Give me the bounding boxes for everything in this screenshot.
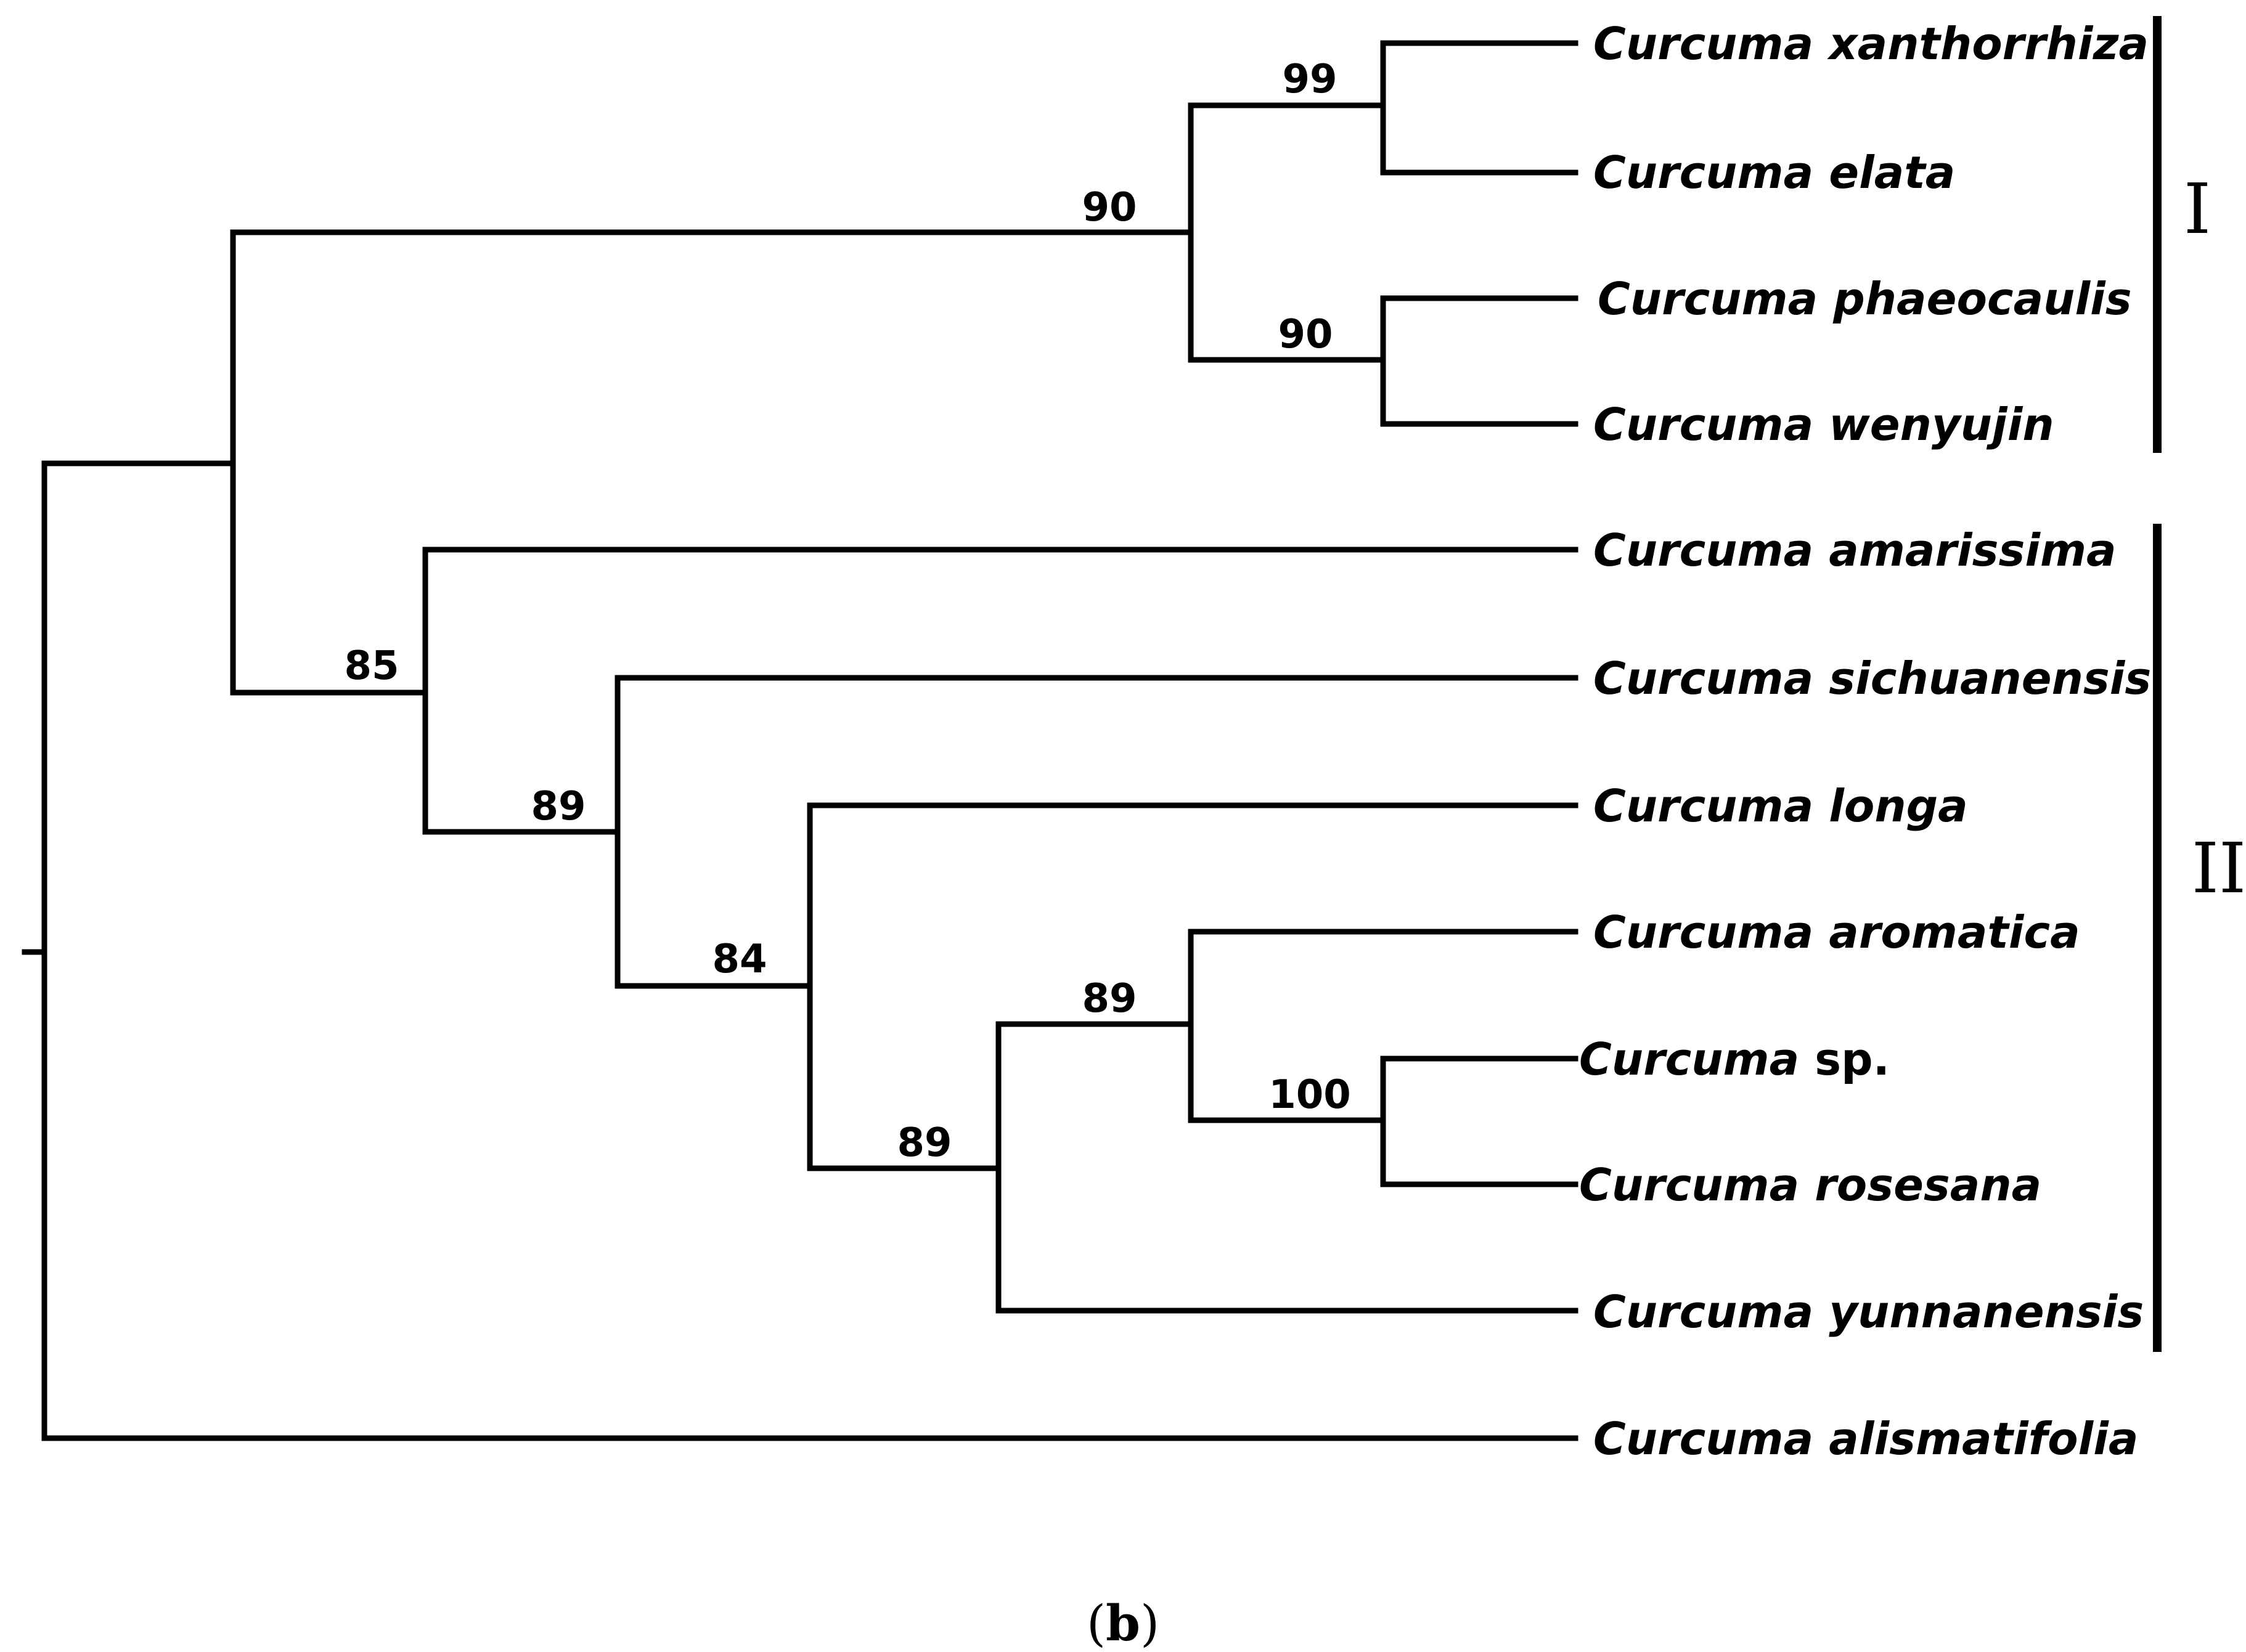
taxon-label-longa: Curcuma longa <box>1593 780 1968 832</box>
taxon-genus: Curcuma <box>1579 1159 1799 1211</box>
taxon-genus: Curcuma <box>1593 780 1813 832</box>
taxon-genus: Curcuma <box>1593 399 1813 450</box>
support-value-sichuanensis-node: 89 <box>531 784 586 829</box>
panel-label-open: ( <box>1087 1595 1106 1652</box>
taxon-species: aromatica <box>1829 906 2080 958</box>
taxon-species: elata <box>1829 147 1955 198</box>
taxon-label-alismatifolia: Curcuma alismatifolia <box>1593 1413 2138 1465</box>
taxon-species: longa <box>1829 780 1968 832</box>
taxon-label-wenyujin: Curcuma wenyujin <box>1593 399 2054 450</box>
support-value-aromatica-node: 89 <box>1082 976 1137 1022</box>
taxon-species: sichuanensis <box>1829 653 2151 704</box>
taxon-species: alismatifolia <box>1829 1413 2138 1465</box>
taxon-species: yunnanensis <box>1829 1286 2144 1338</box>
taxon-genus: Curcuma <box>1593 1286 1813 1338</box>
taxon-label-elata: Curcuma elata <box>1593 147 1955 198</box>
panel-label-close: ) <box>1140 1595 1159 1652</box>
panel-label-letter: b <box>1106 1594 1140 1652</box>
taxon-label-amarissima: Curcuma amarissima <box>1593 524 2117 576</box>
taxon-label-xanthorrhiza: Curcuma xanthorrhiza <box>1593 18 2149 70</box>
taxon-genus: Curcuma <box>1593 906 1813 958</box>
taxon-species: amarissima <box>1829 524 2116 576</box>
support-value-sp-rosesana: 100 <box>1268 1072 1351 1118</box>
taxon-genus: Curcuma <box>1593 1413 1813 1465</box>
taxon-genus: Curcuma <box>1593 147 1813 198</box>
clade-II-label: II <box>2192 829 2246 909</box>
taxon-species: sp. <box>1815 1033 1890 1085</box>
taxon-label-yunnanensis: Curcuma yunnanensis <box>1593 1286 2144 1338</box>
support-value-longa-node: 84 <box>712 937 767 982</box>
taxon-species: wenyujin <box>1829 399 2054 450</box>
clade-I-label: I <box>2184 169 2211 250</box>
taxon-label-aromatica: Curcuma aromatica <box>1593 906 2080 958</box>
support-value-clade-I: 90 <box>1082 185 1137 230</box>
panel-label: (b) <box>1087 1594 1159 1652</box>
taxon-species: xanthorrhiza <box>1827 18 2149 70</box>
taxon-label-rosesana: Curcuma rosesana <box>1579 1159 2041 1211</box>
taxon-genus: Curcuma <box>1593 524 1813 576</box>
support-value-yunnanensis-node: 89 <box>897 1120 952 1166</box>
taxon-species: rosesana <box>1815 1159 2041 1211</box>
support-value-clade-II: 85 <box>344 643 399 689</box>
support-value-phaeocaulis-wenyujin: 90 <box>1278 312 1333 357</box>
taxon-label-phaeocaulis: Curcuma phaeocaulis <box>1598 273 2132 325</box>
taxon-genus: Curcuma <box>1593 653 1813 704</box>
taxon-species: phaeocaulis <box>1832 273 2131 325</box>
taxon-label-sp: Curcuma sp. <box>1579 1033 1890 1085</box>
taxon-genus: Curcuma <box>1593 18 1813 70</box>
support-value-xanthorrhiza-elata: 99 <box>1282 57 1337 102</box>
taxon-genus: Curcuma <box>1598 273 1818 325</box>
taxon-genus: Curcuma <box>1579 1033 1799 1085</box>
taxon-label-sichuanensis: Curcuma sichuanensis <box>1593 653 2151 704</box>
